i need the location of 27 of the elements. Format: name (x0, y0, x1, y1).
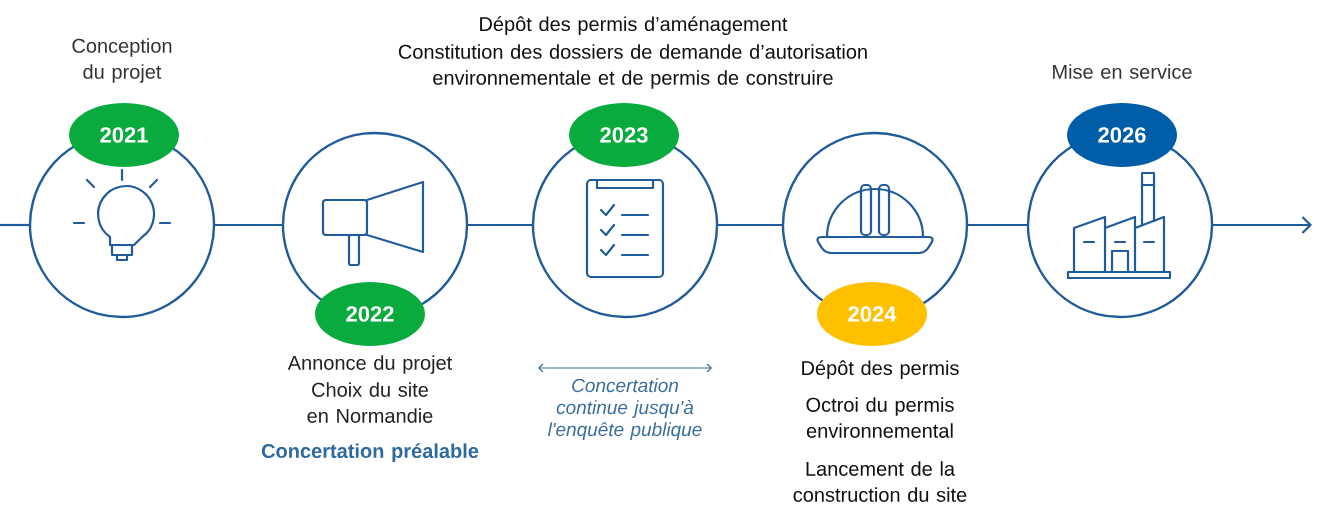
circle-frame (781, 131, 969, 306)
circle-frame (28, 144, 216, 319)
year-badge: 2024 (817, 282, 927, 346)
note-text: Concertation continue jusqu'à l'enquête publique (547, 378, 702, 440)
arrow (1212, 216, 1312, 234)
year-badge: 2022 (315, 282, 425, 346)
step-text: Conception du projet (72, 38, 172, 83)
step-text: Annonce du projet (287, 355, 453, 374)
year-badge: 2023 (569, 103, 679, 167)
step-text: Mise en service (1053, 64, 1192, 79)
step-text: Constitution des dossiers de demande d’autorisation environnementale et de permis de construire (398, 44, 867, 89)
connector-line (967, 223, 1028, 227)
step-text: Lancement de la construction du site (793, 461, 967, 502)
step-text: Choix du site en Normandie (307, 382, 433, 423)
circle-frame (281, 131, 469, 306)
year-badge: 2026 (1067, 103, 1177, 167)
step-text: Concertation préalable (261, 443, 479, 462)
step-text: Dépôt des permis d’aménagement (480, 16, 788, 36)
connector-line (214, 223, 283, 227)
connector-line (0, 223, 30, 227)
circle-frame (1026, 144, 1214, 319)
year-badge: 2021 (69, 103, 179, 167)
connector-line (467, 223, 533, 227)
connector-line (717, 223, 783, 227)
circle-frame (531, 144, 719, 319)
step-text: Octroi du permis environnemental (806, 397, 954, 438)
step-text: Dépôt des permis (802, 360, 959, 380)
